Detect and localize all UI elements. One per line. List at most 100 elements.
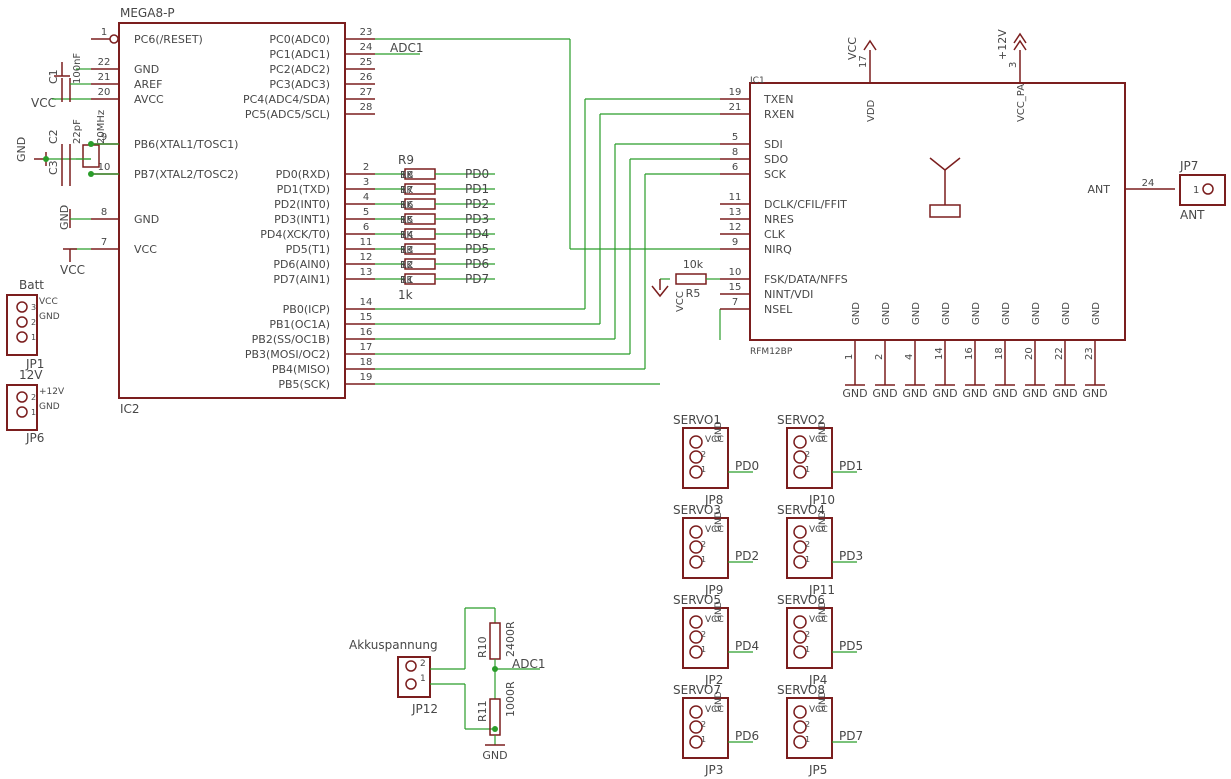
jp1-pin: [16, 331, 28, 343]
ic2-pin-label: PD6(AIN0): [273, 258, 330, 271]
jp6-pin: [16, 406, 28, 418]
servo-title: SERVO4: [777, 503, 825, 517]
servo-title: SERVO5: [673, 593, 721, 607]
ic2-pin-label: AREF: [134, 78, 162, 91]
servo-pin: [689, 435, 703, 449]
ic2-pin-number: 1: [101, 27, 107, 38]
ic1-pin-label: SCK: [764, 168, 787, 181]
servo-pin-number: 2: [805, 540, 810, 549]
servo-pin-number: 1: [701, 735, 706, 744]
ic2-pin-label: PD1(TXD): [277, 183, 330, 196]
servo-pin: [793, 645, 807, 659]
ic1-pin-number: 7: [732, 297, 738, 308]
gnd-net-label: GND: [482, 749, 507, 762]
servo-title: SERVO3: [673, 503, 721, 517]
ic2-pin-number: 24: [360, 42, 373, 53]
jp12-pin-number: 2: [420, 659, 426, 669]
ic2-pin-invert-bubble: [109, 34, 119, 44]
c1-name: C1: [47, 69, 60, 84]
servo-pin-label: VCC: [705, 435, 724, 445]
servo-pin-label: GND: [714, 691, 724, 712]
ic1-pin-label: NRES: [764, 213, 794, 226]
servo-pin-number: 2: [805, 720, 810, 729]
r5-value: 10k: [683, 258, 704, 271]
ic2-pin-number: 27: [360, 87, 373, 98]
jp6-pin-number: 1: [31, 408, 36, 417]
gnd-net-label: GND: [902, 387, 927, 400]
r11-value: 1000R: [504, 681, 517, 717]
servo-net-label: PD4: [735, 639, 759, 653]
resistor-value: 1K: [400, 185, 413, 196]
servo-pin: [793, 435, 807, 449]
jp7-pin: [1202, 183, 1214, 195]
pd-net-label: PD4: [465, 227, 489, 241]
jp1-pin-label: VCC: [39, 297, 58, 307]
servo-name: JP4: [808, 673, 827, 687]
servo-pin-label: VCC: [809, 615, 828, 625]
ic1-pin-label: FSK/DATA/NFFS: [764, 273, 848, 286]
ic2-pin-label: PB1(OC1A): [269, 318, 330, 331]
ic1-pin-number: 3: [1008, 62, 1019, 68]
ic2-pin-number: 4: [363, 192, 369, 203]
vcc-arrow: [651, 285, 669, 298]
servo-pin: [793, 525, 807, 539]
pd-net-label: PD3: [465, 212, 489, 226]
ic2-pin-label: PD2(INT0): [274, 198, 330, 211]
r10-value: 2400R: [504, 621, 517, 657]
ic1-pin-label: GND: [1001, 302, 1012, 325]
jp6-pin: [16, 391, 28, 403]
resistor-value: 1K: [400, 170, 413, 181]
servo-pin-number: 2: [701, 630, 706, 639]
pd-net-label: PD6: [465, 257, 489, 271]
servo-title: SERVO2: [777, 413, 825, 427]
ic1-value: RFM12BP: [750, 347, 793, 357]
c3-name: C3: [47, 160, 60, 175]
ic2-pin-label: PB2(SS/OC1B): [252, 333, 330, 346]
resistor-value: 1K: [400, 260, 413, 271]
ic2-pin-number: 8: [101, 207, 107, 218]
gnd-net-label: GND: [872, 387, 897, 400]
ic1-pin-number: 10: [729, 267, 742, 278]
servo-name: JP5: [808, 763, 827, 777]
ic2-pin-number: 21: [98, 72, 111, 83]
ic1-pin-number: 4: [904, 354, 915, 360]
ic1-pin-number: 16: [964, 347, 975, 360]
servo-pin: [689, 735, 703, 749]
ic2-body: [118, 22, 346, 399]
jp12-body: [397, 656, 431, 698]
r10-name: R10: [476, 636, 489, 658]
junction-dot: [43, 156, 49, 162]
ic2-pin-label: PC3(ADC3): [269, 78, 330, 91]
ic2-pin-label: PD0(RXD): [276, 168, 330, 181]
ic1-pin-label: TXEN: [763, 93, 793, 106]
servo-pin-label: GND: [818, 601, 828, 622]
jp6-pin-number: 2: [31, 393, 36, 402]
servo-title: SERVO1: [673, 413, 721, 427]
servo-pin-number: 2: [701, 450, 706, 459]
ic2-pin-number: 16: [360, 327, 373, 338]
jp6-name: JP6: [25, 431, 44, 445]
servo-pin: [689, 465, 703, 479]
pd-net-label: PD0: [465, 167, 489, 181]
ic1-pin-label: NINT/VDI: [764, 288, 813, 301]
ic2-pin-label: GND: [134, 213, 159, 226]
servo-title: SERVO8: [777, 683, 825, 697]
servo-pin: [689, 615, 703, 629]
jp12-name: JP12: [411, 702, 438, 716]
servo-pin: [793, 705, 807, 719]
antenna-symbol: [929, 157, 946, 205]
servo-pin-label: VCC: [809, 435, 828, 445]
ic2-pin-number: 17: [360, 342, 373, 353]
resistor-value: 1K: [400, 245, 413, 256]
servo-title: SERVO6: [777, 593, 825, 607]
servo-pin-number: 2: [701, 540, 706, 549]
jp1-pin-number: 3: [31, 303, 36, 312]
supply-arrow: [1013, 39, 1027, 51]
ic2-pin-label: PB4(MISO): [272, 363, 330, 376]
ic2-pin-number: 9: [101, 132, 107, 143]
ic1-pin-number: 8: [732, 147, 738, 158]
jp6-body: [6, 384, 38, 431]
resistor-value: 1K: [400, 200, 413, 211]
ic1-pin-label: GND: [1061, 302, 1072, 325]
servo-pin-label: VCC: [705, 525, 724, 535]
